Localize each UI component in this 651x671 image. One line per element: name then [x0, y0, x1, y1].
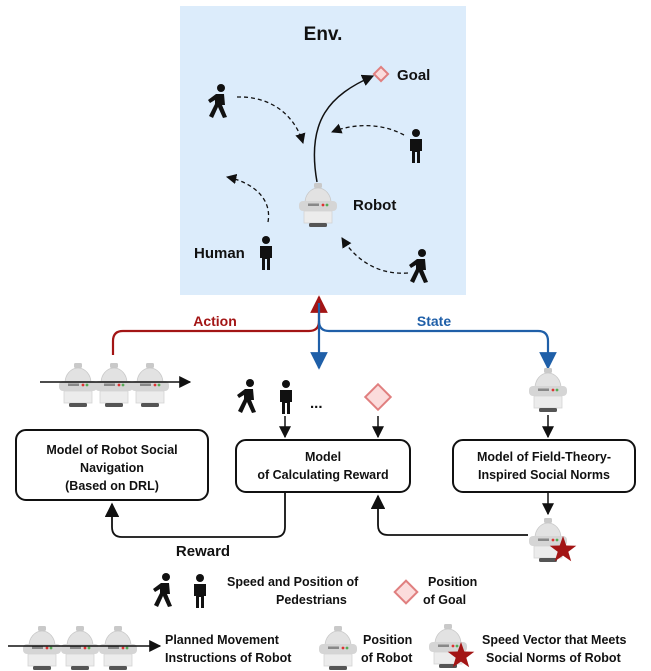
goal-diamond: [363, 382, 393, 412]
robot-position-icon: [528, 367, 568, 413]
goal-marker: [372, 65, 390, 83]
state-arrow-right: [317, 320, 557, 370]
legend-planned-line: Instructions of Robot: [165, 651, 292, 665]
pedestrian-stand-icon: [194, 574, 206, 608]
robot-path-arrow: [313, 74, 375, 183]
pedestrian-motion-arrow: [331, 123, 405, 136]
human-motion-arrow: [225, 173, 270, 223]
legend: Speed and Position of Pedestrians Positi…: [8, 573, 627, 671]
nav-model-line: Model of Robot Social: [46, 443, 177, 457]
legend-pedestrians-line: Pedestrians: [276, 593, 347, 607]
pedestrian-walk-icon: [237, 379, 256, 413]
legend-goal-diamond: [393, 579, 419, 605]
goal-label: Goal: [397, 67, 430, 84]
legend-position-line: of Robot: [361, 651, 413, 665]
reward-model-line: Model: [305, 450, 341, 464]
reward-label: Reward: [176, 543, 230, 560]
nav-model-line: Navigation: [80, 461, 144, 475]
human-label: Human: [194, 245, 245, 262]
env-title: Env.: [304, 24, 343, 45]
legend-speed-line: Speed Vector that Meets: [482, 633, 627, 647]
nav-model-line: (Based on DRL): [65, 479, 159, 493]
norms-model-line: Model of Field-Theory-: [477, 450, 611, 464]
norms-model-line: Inspired Social Norms: [478, 468, 610, 482]
reward-arrow: [104, 492, 286, 538]
legend-speed-line: Social Norms of Robot: [486, 651, 622, 665]
pedestrian-motion-arrow: [341, 237, 409, 274]
reward-model-line: of Calculating Reward: [257, 468, 388, 482]
pedestrian-motion-arrow: [236, 96, 306, 144]
ellipsis-text: ...: [310, 395, 323, 412]
legend-goal-line: of Goal: [423, 593, 466, 607]
reward-model-box: [235, 439, 411, 493]
legend-goal-line: Position: [428, 575, 477, 589]
state-label: State: [417, 313, 451, 329]
nav-model-box: [15, 429, 209, 501]
norms-to-reward-arrow: [370, 494, 528, 536]
legend-robot-icon: [318, 625, 358, 671]
robot-label: Robot: [353, 197, 396, 214]
legend-planned-line: Planned Movement: [165, 633, 280, 647]
legend-position-line: Position: [363, 633, 412, 647]
pedestrian-walk-icon: [153, 573, 172, 607]
legend-pedestrians-line: Speed and Position of: [227, 575, 359, 589]
planned-movement-robots: [40, 362, 192, 408]
norms-model-box: [452, 439, 636, 493]
pedestrian-stand-icon: [280, 380, 292, 414]
action-label: Action: [193, 313, 237, 329]
